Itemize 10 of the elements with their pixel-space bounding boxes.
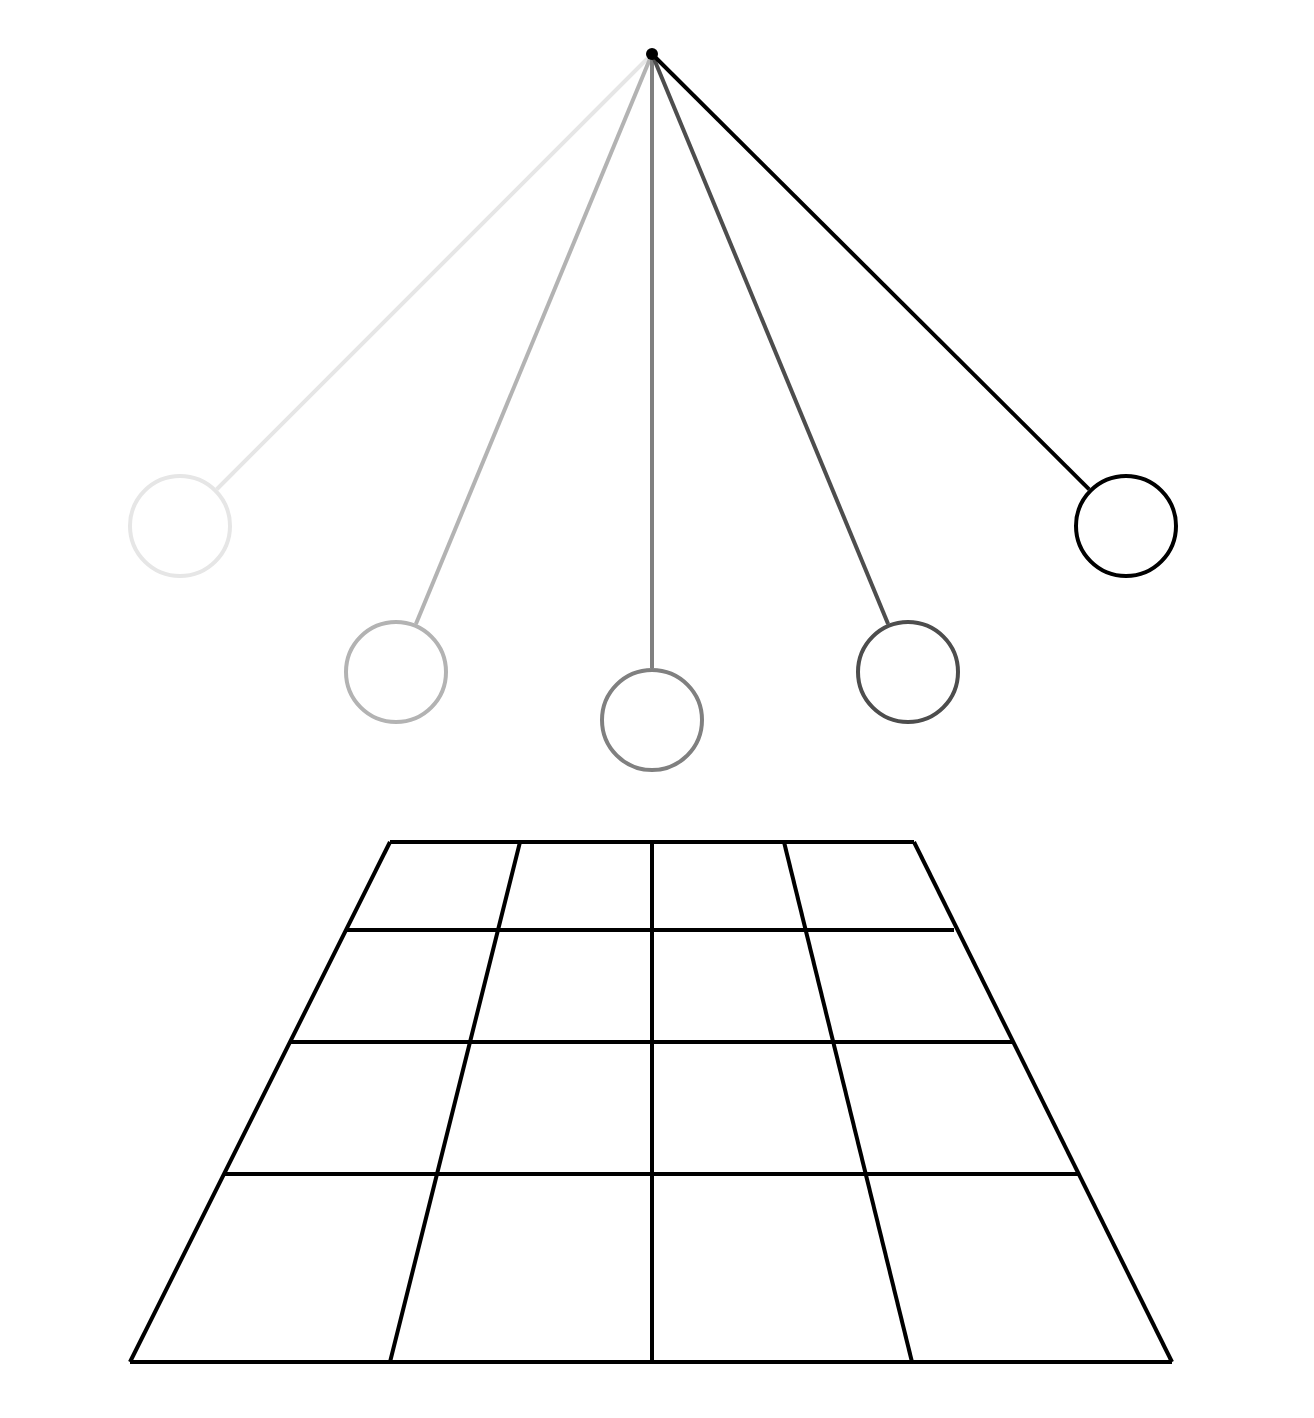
pendulum-bob	[600, 668, 704, 772]
pivot-point	[646, 48, 658, 60]
pendulum-bob	[1074, 474, 1178, 578]
pendulum-bob	[856, 620, 960, 724]
string-line	[650, 54, 654, 668]
string-line	[215, 52, 654, 491]
string-line	[414, 53, 654, 625]
string-line	[650, 52, 1091, 491]
pendulum-bob	[128, 474, 232, 578]
pendulum-bob	[344, 620, 448, 724]
